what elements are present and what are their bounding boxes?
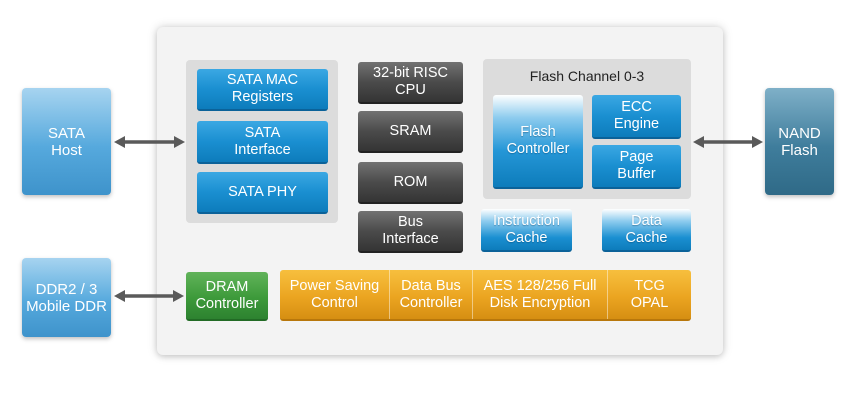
arrow-head-left [114, 136, 125, 148]
bus-interface-label: Bus Interface [382, 214, 439, 247]
sata-host-arrow [114, 136, 185, 148]
cpu-label: 32-bit RISC CPU [373, 65, 448, 98]
page-buffer-block: Page Buffer [592, 145, 681, 189]
flash-controller-label: Flash Controller [506, 124, 570, 157]
tcg-opal-cell: TCG OPAL [608, 270, 691, 319]
dram-controller-label: DRAM Controller [195, 278, 259, 312]
arrow-head-left [693, 136, 704, 148]
sata-interface-label: SATA Interface [234, 124, 291, 158]
ddr-block: DDR2 / 3 Mobile DDR [22, 258, 111, 337]
ecc-engine-label: ECC Engine [613, 99, 660, 132]
nand-flash-block: NAND Flash [765, 88, 834, 195]
aes-encryption-cell: AES 128/256 Full Disk Encryption [473, 270, 607, 319]
sata-mac-registers-label: SATA MAC Registers [226, 72, 299, 105]
flash-channel-title: Flash Channel 0-3 [483, 66, 691, 86]
aes-encryption-label: AES 128/256 Full Disk Encryption [483, 277, 597, 311]
dram-controller-block: DRAM Controller [186, 272, 268, 321]
sata-phy-label: SATA PHY [228, 183, 297, 200]
sram-block: SRAM [358, 111, 463, 153]
data-bus-controller-cell: Data Bus Controller [390, 270, 472, 319]
ddr-label: DDR2 / 3 Mobile DDR [26, 280, 107, 315]
tcg-opal-label: TCG OPAL [630, 277, 669, 311]
arrow-head-right [174, 136, 185, 148]
bar-divider [389, 270, 390, 319]
page-buffer-label: Page Buffer [617, 149, 656, 182]
sata-phy-block: SATA PHY [197, 172, 328, 214]
flash-channel-title-text: Flash Channel 0-3 [529, 68, 645, 84]
bus-interface-block: Bus Interface [358, 211, 463, 253]
nand-flash-arrow [693, 136, 763, 148]
instruction-cache-block: Instruction Cache [481, 209, 572, 252]
system-functions-bar: Power Saving Control Data Bus Controller… [280, 270, 691, 321]
rom-label: ROM [393, 173, 428, 190]
arrow-head-right [752, 136, 763, 148]
ddr-arrow [114, 290, 184, 302]
power-saving-control-label: Power Saving Control [289, 277, 380, 311]
sata-host-block: SATA Host [22, 88, 111, 195]
ecc-engine-block: ECC Engine [592, 95, 681, 139]
instruction-cache-label: Instruction Cache [493, 212, 560, 246]
data-cache-label: Data Cache [625, 212, 668, 246]
bar-divider [607, 270, 608, 319]
arrow-head-right [173, 290, 184, 302]
power-saving-control-cell: Power Saving Control [280, 270, 389, 319]
rom-block: ROM [358, 162, 463, 204]
sram-label: SRAM [389, 122, 432, 139]
bar-divider [472, 270, 473, 319]
nand-flash-label: NAND Flash [778, 124, 821, 159]
flash-controller-block: Flash Controller [493, 95, 583, 189]
sata-interface-block: SATA Interface [197, 121, 328, 164]
sata-mac-registers-block: SATA MAC Registers [197, 69, 328, 111]
sata-host-label: SATA Host [48, 124, 85, 159]
arrow-group [114, 136, 763, 302]
cpu-block: 32-bit RISC CPU [358, 62, 463, 104]
data-cache-block: Data Cache [602, 209, 691, 252]
data-bus-controller-label: Data Bus Controller [399, 277, 463, 311]
arrow-head-left [114, 290, 125, 302]
